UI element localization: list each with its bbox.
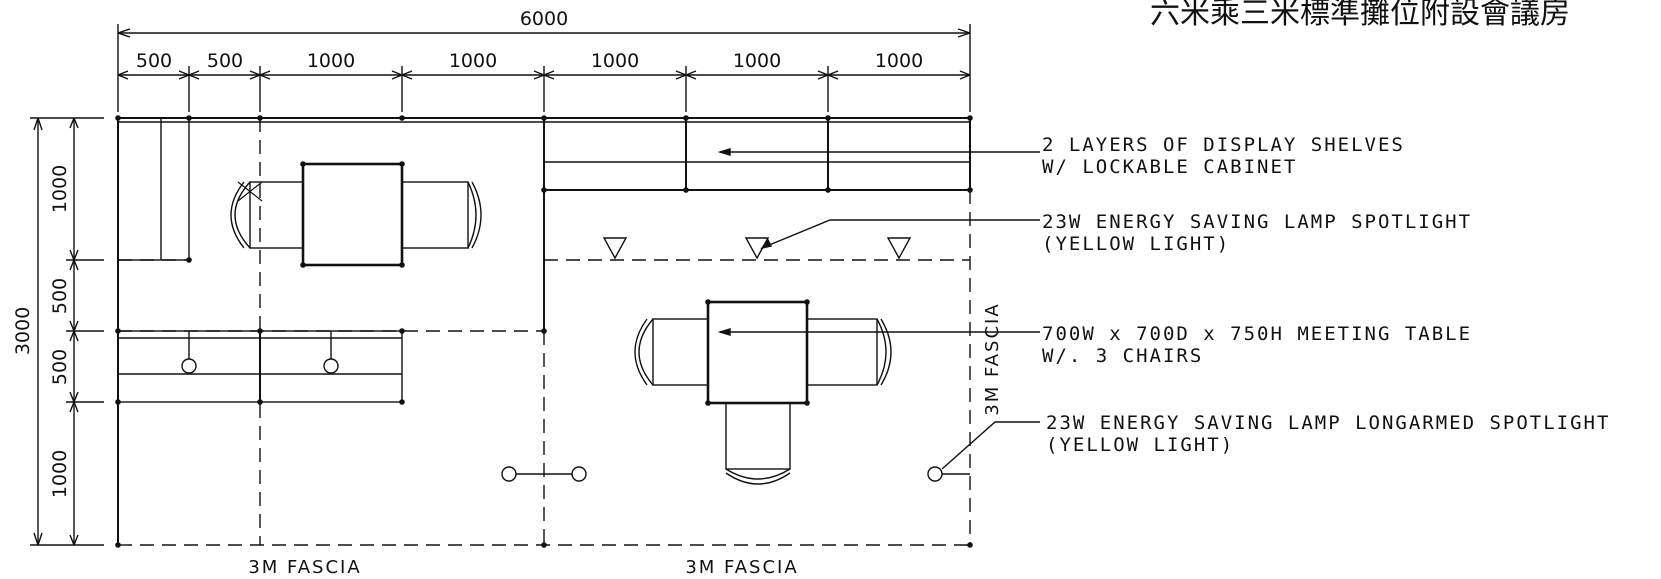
fascia-label-bottom-left: 3M FASCIA: [248, 557, 361, 578]
top-dimensions: 6000 500 500 1000 1000 1000 1000 1000: [117, 8, 971, 112]
note-spotlight: 23W ENERGY SAVING LAMP SPOTLIGHT (YELLOW…: [1042, 211, 1473, 255]
dim-segment: 500: [207, 50, 243, 72]
dim-depth-segment: 1000: [49, 165, 71, 213]
vertex-dots: [115, 115, 973, 548]
meeting-table: [634, 300, 892, 485]
spotlight-icons: [602, 237, 912, 260]
dim-segment: 1000: [591, 50, 639, 72]
note-display-shelves: 2 LAYERS OF DISPLAY SHELVES W/ LOCKABLE …: [1042, 134, 1405, 178]
dim-depth-segment: 500: [49, 278, 71, 314]
dim-depth-segment: 500: [49, 349, 71, 385]
dim-segment: 1000: [733, 50, 781, 72]
front-counter: [117, 330, 403, 403]
fascia-label-right: 3M FASCIA: [982, 302, 1003, 415]
dim-segment: 1000: [875, 50, 923, 72]
dim-overall-depth: 3000: [12, 307, 34, 355]
fascia-label-bottom-right: 3M FASCIA: [685, 557, 798, 578]
drawing-title: 六米乘三米標準攤位附設會議房: [1150, 0, 1570, 31]
leader-lines: [717, 148, 1040, 470]
note-meeting-table: 700W x 700D x 750H MEETING TABLE W/. 3 C…: [1042, 323, 1473, 367]
dim-overall-width: 6000: [520, 8, 568, 30]
display-shelves: [543, 117, 971, 191]
storage-cabinet: [117, 117, 190, 261]
left-dimensions: 3000 1000 500 500 1000: [12, 117, 104, 546]
note-longarm-spotlight: 23W ENERGY SAVING LAMP LONGARMED SPOTLIG…: [1046, 412, 1611, 456]
small-meeting-table: [230, 162, 482, 267]
dim-segment: 500: [136, 50, 172, 72]
dim-segment: 1000: [449, 50, 497, 72]
dim-depth-segment: 1000: [49, 450, 71, 498]
dim-segment: 1000: [307, 50, 355, 72]
longarm-spotlight-icons: [501, 466, 970, 482]
